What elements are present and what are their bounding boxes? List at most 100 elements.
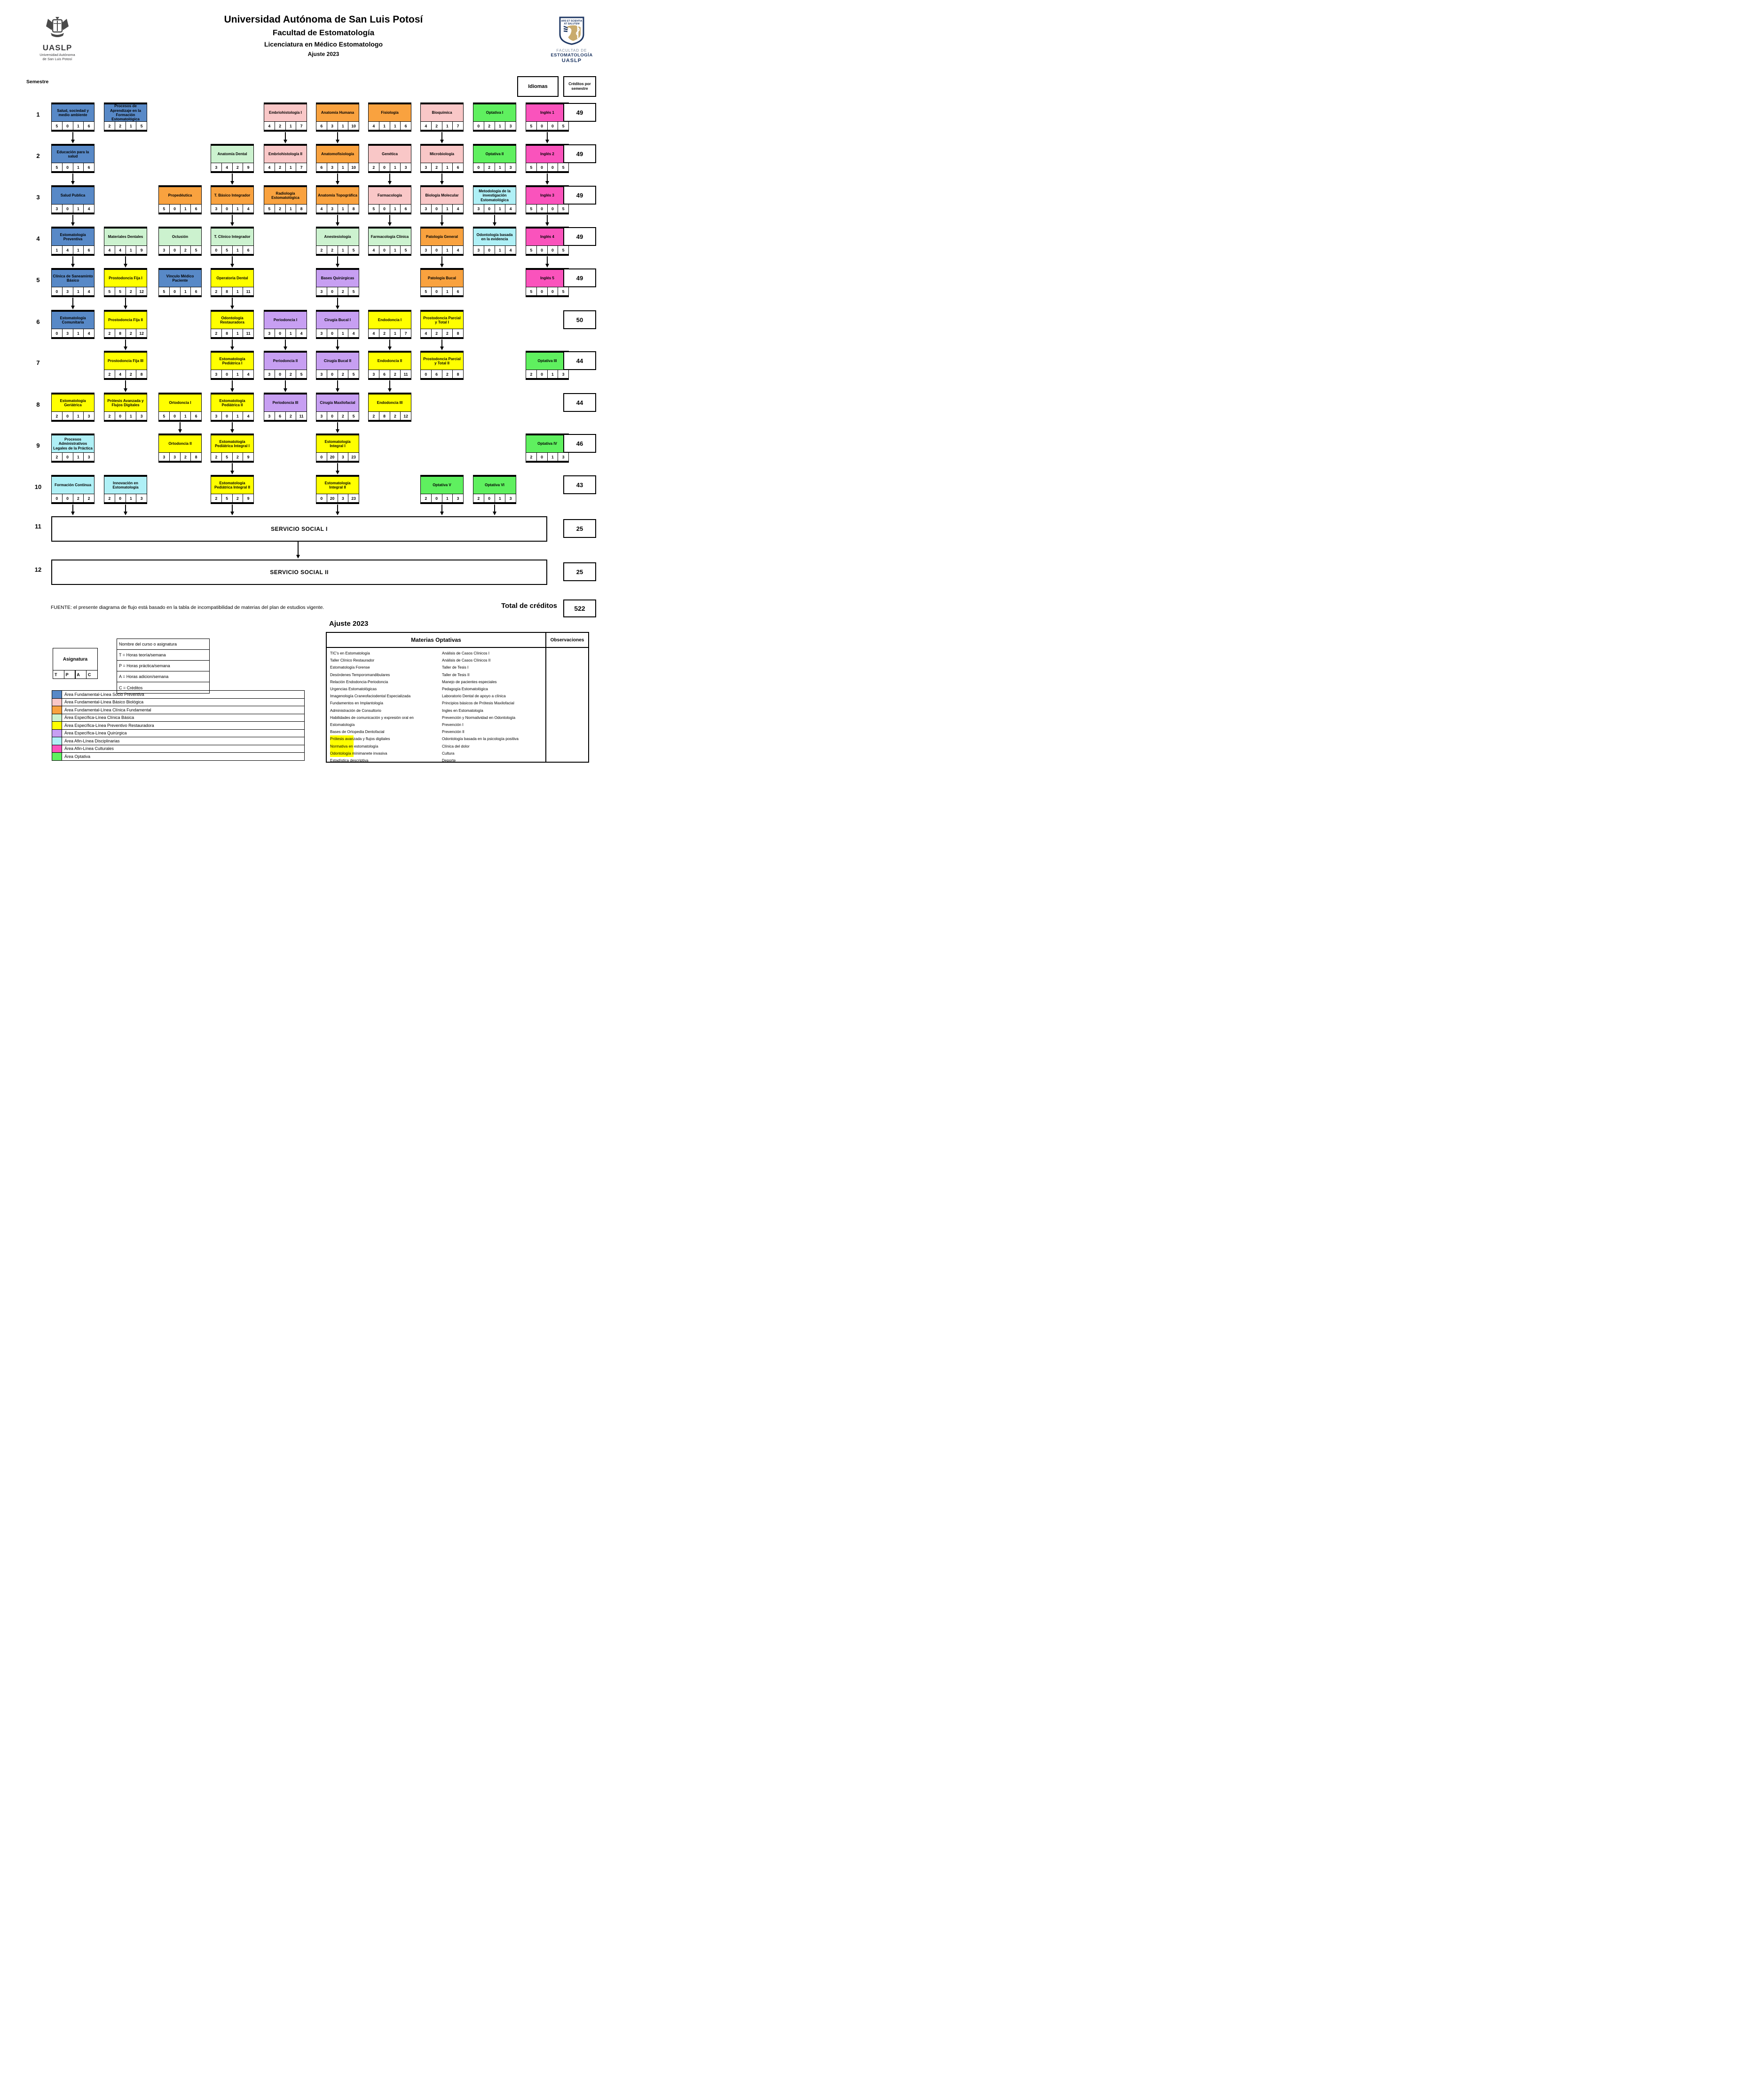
optativa-item: Odontología mínimanete invasiva (330, 749, 438, 757)
flow-arrow-head-icon (335, 306, 339, 309)
course-a-value: 1 (232, 412, 244, 420)
course-name: Bases Quirúrgicas (316, 269, 359, 287)
course-c-value: 5 (136, 122, 147, 130)
course-a-value: 1 (494, 122, 506, 130)
course-name: Anatomía Topográfica (316, 187, 359, 205)
observaciones-header: Observaciones (545, 633, 588, 647)
course-t-value: 4 (420, 122, 432, 130)
course-t-value: 1 (51, 246, 63, 254)
course-name: Materiales Dentales (104, 228, 147, 246)
flow-arrow-line (547, 215, 548, 223)
course-t-value: 5 (526, 122, 537, 130)
course-a-value: 1 (441, 122, 453, 130)
flow-arrow-line (337, 298, 338, 306)
course-name: Ortodoncia II (158, 435, 202, 453)
course-c-value: 5 (296, 370, 307, 379)
semester-credits-box: 25 (563, 562, 596, 581)
course-p-value: 5 (221, 453, 233, 461)
course-a-value: 2 (441, 370, 453, 379)
semester-number: 4 (36, 235, 40, 242)
course-c-value: 5 (348, 246, 359, 254)
course-name: Procesos de Aprendizaje en la Formación … (104, 104, 147, 122)
course-t-value: 4 (368, 246, 379, 254)
course-box: Metodología de la investigación Estomato… (473, 185, 516, 214)
flow-arrow-head-icon (440, 181, 444, 185)
svg-text:ARS ET SCIENTIA: ARS ET SCIENTIA (561, 20, 583, 23)
course-name: T. Básico Integrador (211, 187, 254, 205)
creditos-header-box: Créditos por semestre (563, 76, 596, 97)
semester-credits-box: 49 (563, 186, 596, 205)
course-name: Anatomofisiología (316, 145, 359, 163)
flow-arrow-line (337, 174, 338, 181)
course-t-value: 5 (104, 287, 115, 296)
legend-label: Área Optativa (64, 754, 91, 759)
course-box: Procesos Administrativos Legales de la P… (51, 434, 94, 463)
semester-number: 9 (36, 442, 40, 449)
course-c-value: 5 (348, 287, 359, 296)
key-line: Nombre del curso o asignatura (117, 639, 209, 650)
course-a-value: 1 (494, 494, 506, 503)
total-creditos-value: 522 (563, 599, 596, 617)
faculty-logo: ARS ET SCIENTIA AT SALUTEM FACULTAD DE E… (543, 16, 600, 63)
flow-arrow-head-icon (71, 306, 75, 309)
course-t-value: 2 (51, 412, 63, 420)
course-a-value: 1 (337, 246, 349, 254)
semester-number: 7 (36, 359, 40, 366)
course-c-value: 12 (400, 412, 411, 420)
legend-label: Área Fundamental-Línea Socio Preventiva (64, 692, 144, 697)
flow-arrow-head-icon (230, 512, 234, 515)
flow-arrow-head-icon (335, 429, 339, 433)
course-a-value: 1 (232, 370, 244, 379)
flow-arrow-line (232, 463, 233, 471)
course-a-value: 1 (72, 287, 84, 296)
key-line: T = Horas teoría/semana (117, 650, 209, 661)
course-c-value: 5 (558, 287, 569, 296)
course-t-value: 5 (264, 205, 275, 213)
course-a-value: 1 (72, 412, 84, 420)
flow-arrow-line (232, 215, 233, 223)
asignatura-key-label: Asignatura (53, 648, 98, 670)
course-name: Estomatología Pediátrica Integral II (211, 476, 254, 494)
course-p-value: 0 (114, 412, 126, 420)
flow-arrow-line (232, 505, 233, 512)
course-a-value: 1 (337, 122, 349, 130)
course-c-value: 3 (452, 494, 464, 503)
course-t-value: 3 (211, 205, 222, 213)
course-name: Anatomía Dental (211, 145, 254, 163)
course-t-value: 2 (526, 453, 537, 461)
course-name: Metodología de la investigación Estomato… (473, 187, 516, 205)
course-p-value: 0 (431, 287, 442, 296)
course-name: Inglés 2 (526, 145, 569, 163)
course-t-value: 0 (473, 122, 484, 130)
course-c-value: 6 (452, 287, 464, 296)
course-c-value: 6 (83, 163, 94, 172)
flow-arrow-line (547, 256, 548, 264)
course-name: Embriohistología I (264, 104, 307, 122)
course-t-value: 3 (158, 453, 170, 461)
semester-credits-box: 44 (563, 351, 596, 370)
course-t-value: 4 (264, 163, 275, 172)
course-name: Estomatología Integral I (316, 435, 359, 453)
flow-arrow-line (232, 256, 233, 264)
course-a-value: 1 (72, 329, 84, 338)
flow-arrow-head-icon (123, 264, 127, 268)
course-t-value: 0 (51, 494, 63, 503)
course-a-value: 1 (72, 122, 84, 130)
flow-arrow-line (389, 339, 390, 347)
flow-arrow-head-icon (545, 181, 549, 185)
